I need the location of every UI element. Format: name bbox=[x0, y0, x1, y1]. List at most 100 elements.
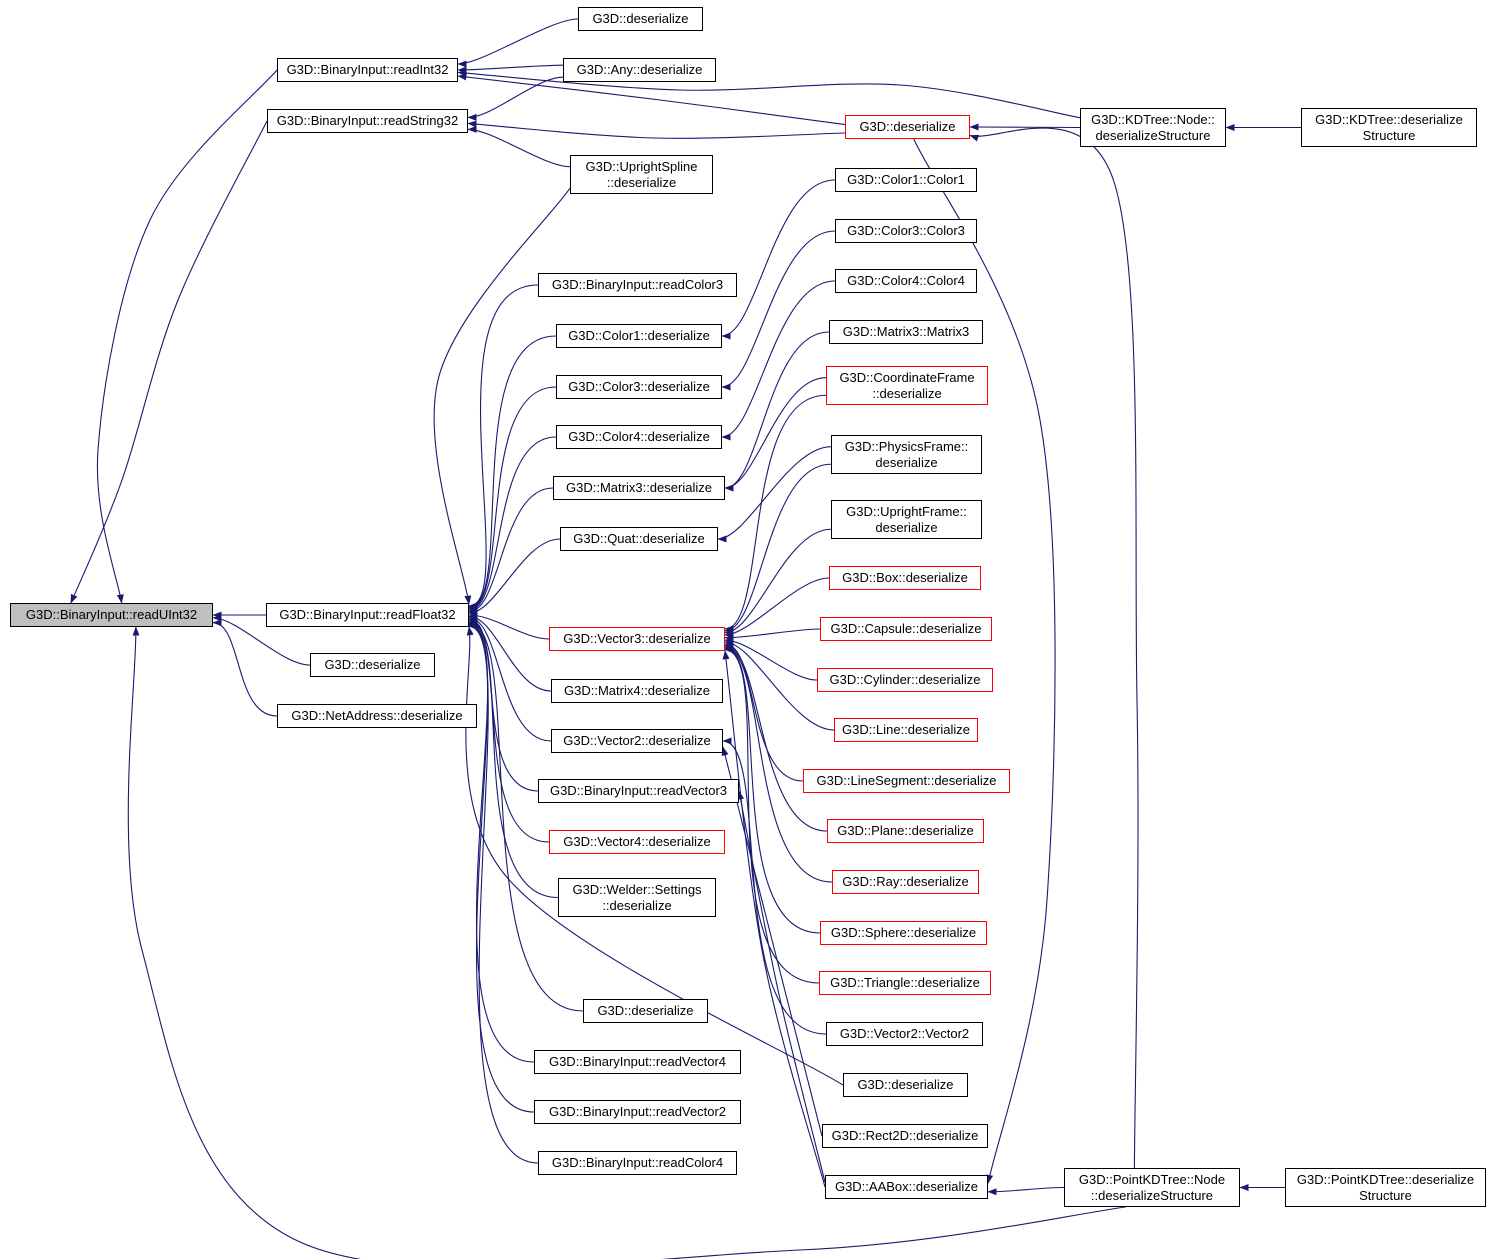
graph-node-label: G3D::Color3::Color3 bbox=[847, 223, 965, 239]
graph-node-deserialize_left[interactable]: G3D::deserialize bbox=[310, 653, 435, 677]
graph-node-welder[interactable]: G3D::Welder::Settings ::deserialize bbox=[558, 878, 716, 917]
call-edge-deserialize_left-to-readUInt32 bbox=[212, 614, 311, 666]
graph-node-readInt32[interactable]: G3D::BinaryInput::readInt32 bbox=[277, 58, 458, 82]
graph-node-vector4_des[interactable]: G3D::Vector4::deserialize bbox=[549, 830, 725, 854]
graph-node-label: G3D::PointKDTree::deserialize Structure bbox=[1296, 1171, 1475, 1203]
graph-node-label: G3D::deserialize bbox=[857, 1077, 954, 1093]
graph-node-color1_ctor[interactable]: G3D::Color1::Color1 bbox=[835, 168, 977, 192]
graph-node-label: G3D::Color1::deserialize bbox=[568, 328, 710, 344]
graph-node-label: G3D::Color1::Color1 bbox=[847, 172, 965, 188]
graph-node-sphere_des[interactable]: G3D::Sphere::deserialize bbox=[820, 921, 987, 945]
graph-node-matrix4_des[interactable]: G3D::Matrix4::deserialize bbox=[551, 679, 723, 703]
graph-node-box_des[interactable]: G3D::Box::deserialize bbox=[829, 566, 981, 590]
graph-node-uprightspline[interactable]: G3D::UprightSpline ::deserialize bbox=[570, 155, 713, 194]
graph-node-any_deserialize[interactable]: G3D::Any::deserialize bbox=[563, 58, 716, 82]
graph-node-vector3_des[interactable]: G3D::Vector3::deserialize bbox=[549, 627, 725, 651]
graph-node-label: G3D::BinaryInput::readInt32 bbox=[286, 62, 449, 78]
call-edge-uprightspline-to-readFloat32 bbox=[433, 187, 571, 605]
graph-node-label: G3D::Vector2::deserialize bbox=[563, 733, 711, 749]
graph-node-plane_des[interactable]: G3D::Plane::deserialize bbox=[827, 819, 984, 843]
graph-node-label: G3D::Welder::Settings ::deserialize bbox=[572, 881, 702, 913]
graph-node-label: G3D::BinaryInput::readFloat32 bbox=[279, 607, 456, 623]
graph-node-cylinder_des[interactable]: G3D::Cylinder::deserialize bbox=[817, 668, 993, 692]
graph-node-readFloat32[interactable]: G3D::BinaryInput::readFloat32 bbox=[266, 603, 469, 627]
graph-node-label: G3D::BinaryInput::readColor3 bbox=[551, 277, 724, 293]
graph-node-vector2_des[interactable]: G3D::Vector2::deserialize bbox=[551, 729, 723, 753]
graph-node-physicsframe[interactable]: G3D::PhysicsFrame:: deserialize bbox=[831, 435, 982, 474]
graph-node-readString32[interactable]: G3D::BinaryInput::readString32 bbox=[267, 109, 468, 133]
graph-node-label: G3D::deserialize bbox=[597, 1003, 694, 1019]
graph-node-uprightframe[interactable]: G3D::UprightFrame:: deserialize bbox=[831, 500, 982, 539]
graph-node-label: G3D::Capsule::deserialize bbox=[830, 621, 982, 637]
graph-node-deserialize_top[interactable]: G3D::deserialize bbox=[578, 7, 703, 31]
graph-node-label: G3D::Quat::deserialize bbox=[573, 531, 705, 547]
graph-node-label: G3D::KDTree::Node:: deserializeStructure bbox=[1091, 111, 1215, 143]
graph-node-line_des[interactable]: G3D::Line::deserialize bbox=[834, 718, 978, 742]
graph-node-deserialize_red[interactable]: G3D::deserialize bbox=[845, 115, 970, 139]
graph-node-color3_ctor[interactable]: G3D::Color3::Color3 bbox=[835, 219, 977, 243]
graph-node-label: G3D::deserialize bbox=[324, 657, 421, 673]
call-edge-physicsframe-to-quat_des bbox=[717, 446, 832, 543]
call-edge-color1_des-to-readFloat32 bbox=[468, 335, 557, 611]
call-edge-any_deserialize-to-readString32 bbox=[467, 76, 564, 121]
graph-node-capsule_des[interactable]: G3D::Capsule::deserialize bbox=[820, 617, 992, 641]
graph-node-deserialize_mid[interactable]: G3D::deserialize bbox=[583, 999, 708, 1023]
graph-node-label: G3D::UprightFrame:: deserialize bbox=[846, 503, 967, 535]
call-edge-color4_des-to-readFloat32 bbox=[468, 436, 557, 614]
graph-node-aabox_des[interactable]: G3D::AABox::deserialize bbox=[825, 1175, 988, 1199]
graph-node-color3_des[interactable]: G3D::Color3::deserialize bbox=[556, 375, 722, 399]
graph-node-netaddress[interactable]: G3D::NetAddress::deserialize bbox=[277, 704, 477, 728]
call-edge-color3_ctor-to-color3_des bbox=[721, 230, 836, 391]
call-edge-plane_des-to-vector3_des bbox=[724, 642, 828, 832]
graph-node-label: G3D::LineSegment::deserialize bbox=[816, 773, 997, 789]
graph-node-kdtree_node[interactable]: G3D::KDTree::Node:: deserializeStructure bbox=[1080, 108, 1226, 147]
graph-node-label: G3D::PointKDTree::Node ::deserializeStru… bbox=[1078, 1171, 1226, 1203]
graph-node-label: G3D::Cylinder::deserialize bbox=[829, 672, 981, 688]
graph-node-linesegment_des[interactable]: G3D::LineSegment::deserialize bbox=[803, 769, 1010, 793]
graph-node-label: G3D::NetAddress::deserialize bbox=[291, 708, 463, 724]
graph-node-ray_des[interactable]: G3D::Ray::deserialize bbox=[832, 870, 979, 894]
call-edge-color4_ctor-to-color4_des bbox=[721, 280, 836, 441]
graph-node-label: G3D::Any::deserialize bbox=[576, 62, 703, 78]
graph-node-coordframe[interactable]: G3D::CoordinateFrame ::deserialize bbox=[826, 366, 988, 405]
graph-node-pointkd_des[interactable]: G3D::PointKDTree::deserialize Structure bbox=[1285, 1168, 1486, 1207]
graph-node-readColor4[interactable]: G3D::BinaryInput::readColor4 bbox=[538, 1151, 737, 1175]
call-edge-kdtree_node-to-deserialize_red bbox=[969, 123, 1081, 131]
call-edge-deserialize_top-to-readInt32 bbox=[457, 18, 579, 68]
call-edge-deserialize_red-to-aabox_des bbox=[913, 138, 1056, 1184]
call-edge-any_deserialize-to-readInt32 bbox=[457, 64, 564, 74]
call-edge-coordframe-to-matrix3_des bbox=[724, 377, 827, 492]
call-edge-readVector4-to-readFloat32 bbox=[468, 620, 535, 1063]
graph-node-matrix3_ctor[interactable]: G3D::Matrix3::Matrix3 bbox=[829, 320, 983, 344]
call-edge-color3_des-to-readFloat32 bbox=[468, 386, 557, 613]
graph-node-pointkd_node[interactable]: G3D::PointKDTree::Node ::deserializeStru… bbox=[1064, 1168, 1240, 1207]
graph-node-rect2d_des[interactable]: G3D::Rect2D::deserialize bbox=[822, 1124, 988, 1148]
graph-node-color4_ctor[interactable]: G3D::Color4::Color4 bbox=[835, 269, 977, 293]
call-edge-readColor3-to-readFloat32 bbox=[468, 284, 539, 610]
graph-node-triangle_des[interactable]: G3D::Triangle::deserialize bbox=[819, 971, 991, 995]
call-edge-readColor4-to-readFloat32 bbox=[468, 622, 539, 1164]
graph-node-label: G3D::KDTree::deserialize Structure bbox=[1315, 111, 1463, 143]
graph-node-label: G3D::Color3::deserialize bbox=[568, 379, 710, 395]
graph-node-color1_des[interactable]: G3D::Color1::deserialize bbox=[556, 324, 722, 348]
graph-node-readVector2[interactable]: G3D::BinaryInput::readVector2 bbox=[534, 1100, 741, 1124]
call-edge-aabox_des-to-readVector3 bbox=[737, 790, 826, 1183]
graph-node-deserialize_right[interactable]: G3D::deserialize bbox=[843, 1073, 968, 1097]
graph-node-kdtree_des[interactable]: G3D::KDTree::deserialize Structure bbox=[1301, 108, 1477, 147]
graph-node-vector2_ctor[interactable]: G3D::Vector2::Vector2 bbox=[826, 1022, 983, 1046]
graph-node-label: G3D::Line::deserialize bbox=[842, 722, 970, 738]
graph-node-readVector4[interactable]: G3D::BinaryInput::readVector4 bbox=[534, 1050, 741, 1074]
call-edge-linesegment_des-to-vector3_des bbox=[724, 640, 804, 782]
graph-node-label: G3D::BinaryInput::readUInt32 bbox=[25, 607, 198, 623]
call-edge-pointkd_node-to-deserialize_red bbox=[969, 127, 1139, 1169]
graph-node-color4_des[interactable]: G3D::Color4::deserialize bbox=[556, 425, 722, 449]
graph-node-quat_des[interactable]: G3D::Quat::deserialize bbox=[560, 527, 718, 551]
graph-node-readVector3[interactable]: G3D::BinaryInput::readVector3 bbox=[538, 779, 739, 803]
graph-node-readColor3[interactable]: G3D::BinaryInput::readColor3 bbox=[538, 273, 737, 297]
call-edge-deserialize_red-to-readString32 bbox=[467, 120, 846, 139]
graph-node-label: G3D::BinaryInput::readString32 bbox=[276, 113, 459, 129]
call-edge-quat_des-to-readFloat32 bbox=[468, 538, 561, 617]
graph-node-matrix3_des[interactable]: G3D::Matrix3::deserialize bbox=[553, 476, 725, 500]
